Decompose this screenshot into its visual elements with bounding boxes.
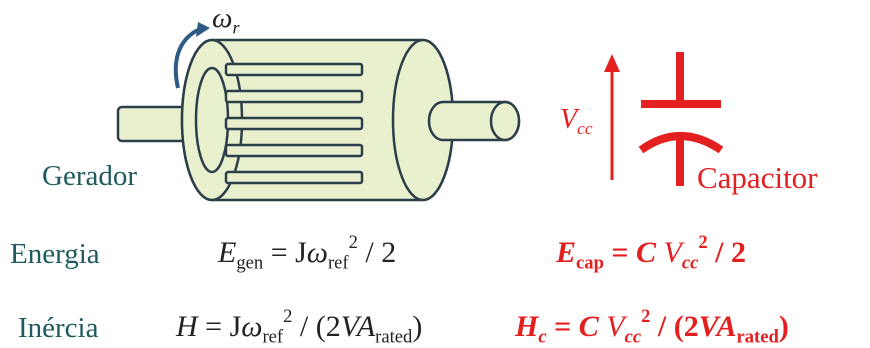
capacitor-label: Capacitor <box>697 160 818 195</box>
inertia-label: Inércia <box>18 312 99 344</box>
vcc-subscript: cc <box>577 119 593 139</box>
omega-subscript: r <box>232 17 240 38</box>
capacitor-icon <box>638 52 724 186</box>
generator-energy-equation: Egen = Jωref2 / 2 <box>218 232 397 274</box>
vcc-symbol: V <box>560 104 578 135</box>
generator-label: Gerador <box>42 160 138 192</box>
omega-r-label: ωr <box>212 2 240 38</box>
capacitor-energy-equation: Ecap = C Vcc2 / 2 <box>556 232 747 274</box>
voltage-arrow-icon <box>604 54 620 180</box>
generator-inertia-equation: H = Jωref2 / (2VArated) <box>176 306 423 348</box>
capacitor-inertia-equation: Hc = C Vcc2 / (2VArated) <box>515 306 789 348</box>
energy-label: Energia <box>10 238 100 270</box>
rotation-arrow-icon <box>173 22 210 89</box>
omega-symbol: ω <box>212 2 233 34</box>
vcc-label: Vcc <box>560 104 593 139</box>
generator-icon <box>116 38 521 202</box>
